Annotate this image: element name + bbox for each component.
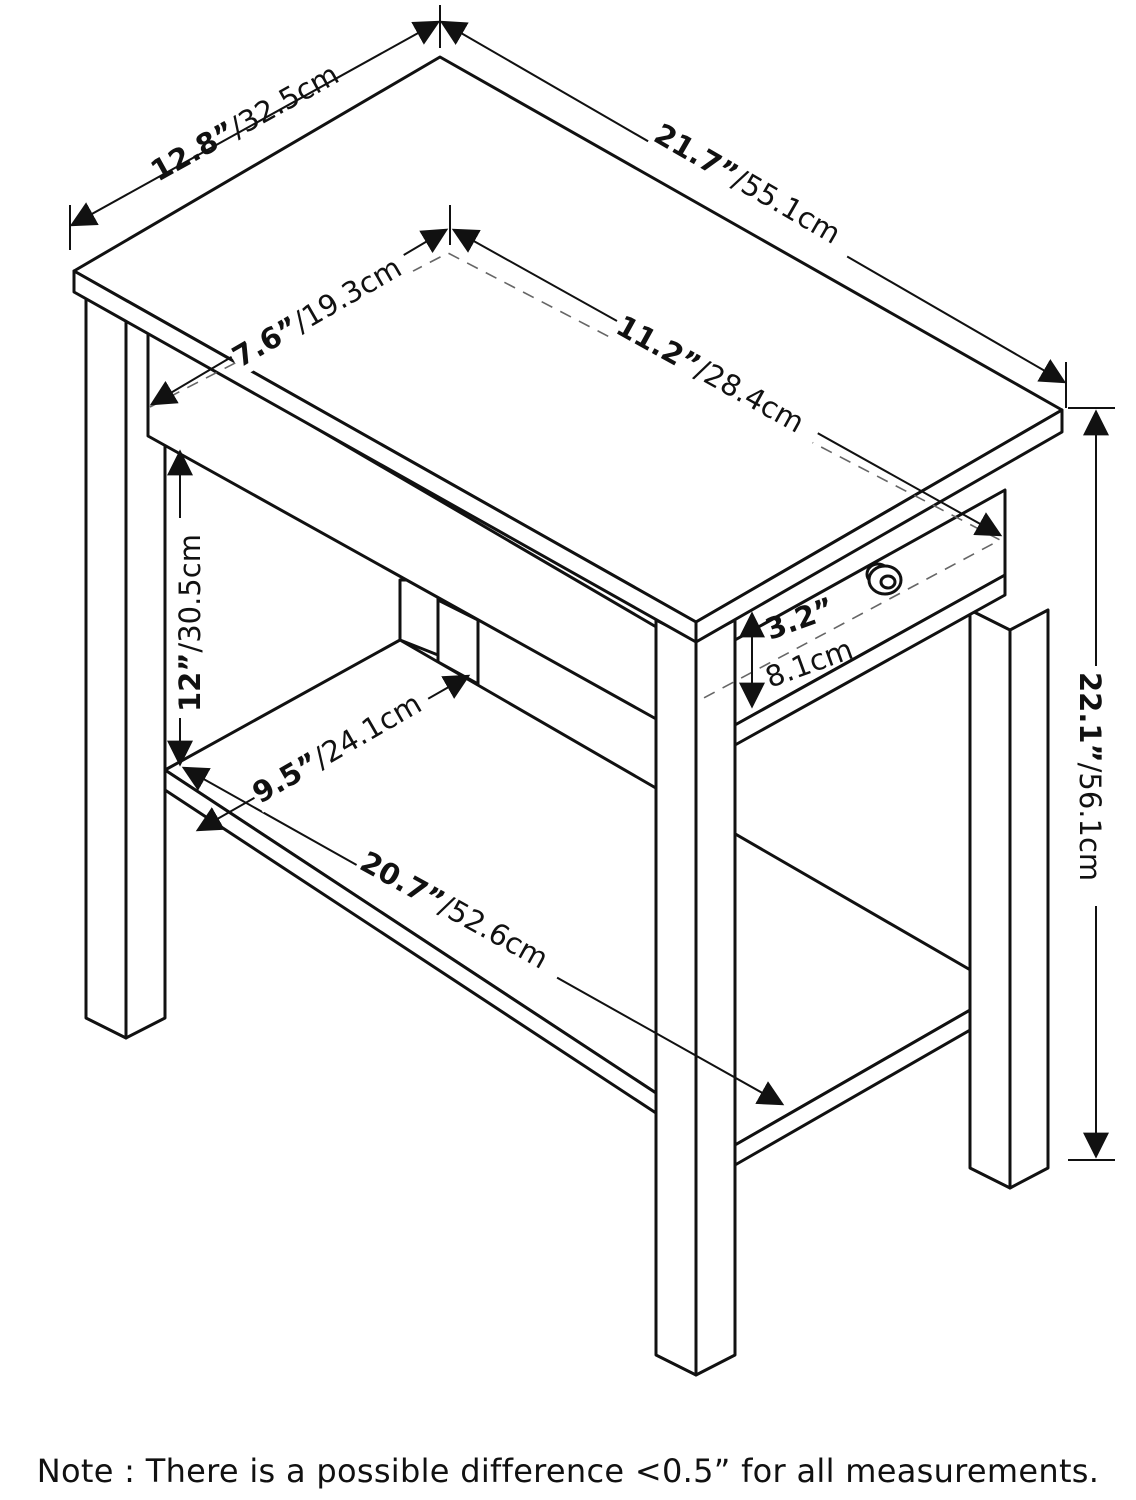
side-table-illustration [72,55,1064,1377]
measurement-note: Note : There is a possible difference <0… [36,1452,1100,1490]
front-left-leg-front [84,295,128,1040]
label-total-height: 22.1”/56.1cm [1073,672,1107,881]
front-right-leg-side [694,618,737,1377]
back-right-leg-side [1008,608,1050,1190]
drawer-knob-icon [865,562,903,596]
back-right-leg-front [968,608,1012,1190]
dim-line-top-depth [69,20,441,227]
label-clearance-height: 12”/30.5cm [173,534,207,712]
front-right-leg-front [654,618,698,1377]
